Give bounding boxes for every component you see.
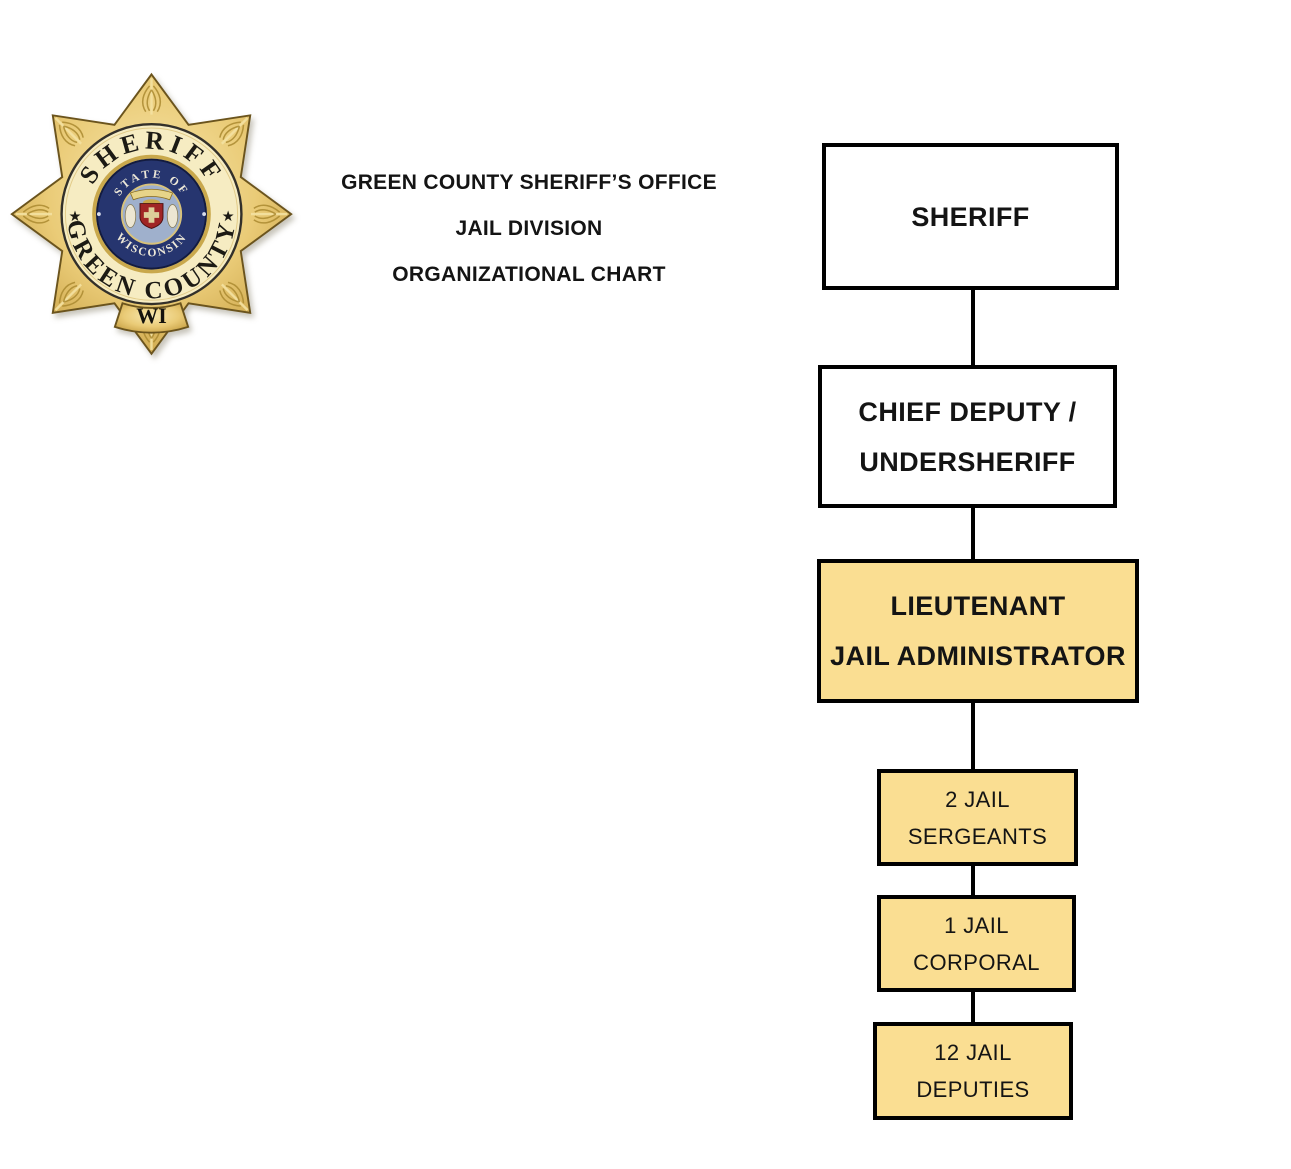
badge-state-abbr: WI	[136, 303, 167, 328]
org-node-label: 12 JAIL	[934, 1040, 1012, 1065]
org-node-jail-administrator: LIEUTENANT JAIL ADMINISTRATOR	[817, 559, 1139, 703]
connector-sergeants-corporal	[971, 866, 975, 895]
org-node-jail-sergeants: 2 JAIL SERGEANTS	[877, 769, 1078, 866]
org-node-label: JAIL ADMINISTRATOR	[830, 641, 1126, 671]
org-node-chief-deputy: CHIEF DEPUTY / UNDERSHERIFF	[818, 365, 1117, 508]
org-node-label: DEPUTIES	[916, 1077, 1030, 1102]
org-node-label: CORPORAL	[913, 949, 1040, 975]
badge-wi-ribbon	[113, 302, 190, 334]
org-node-label: UNDERSHERIFF	[859, 446, 1076, 477]
badge-band-star-left-icon: ★	[69, 209, 82, 225]
title-line-division: JAIL DIVISION	[455, 217, 603, 240]
seal-dot-left	[96, 212, 101, 216]
org-node-jail-corporal: 1 JAIL CORPORAL	[877, 895, 1076, 992]
org-node-label: SERGEANTS	[907, 823, 1048, 849]
connector-admin-sergeants	[971, 703, 975, 769]
title-line-office: GREEN COUNTY SHERIFF’S OFFICE	[341, 171, 717, 194]
org-node-label: SHERIFF	[911, 201, 1030, 232]
connector-sheriff-chief	[971, 290, 975, 365]
title-line-chart: ORGANIZATIONAL CHART	[392, 263, 666, 286]
wisconsin-coat-of-arms	[120, 183, 183, 245]
org-node-sheriff: SHERIFF	[822, 143, 1119, 290]
title-block: GREEN COUNTY SHERIFF’S OFFICE JAIL DIVIS…	[323, 160, 735, 298]
badge-seal-bezel	[92, 154, 211, 274]
org-node-label: 1 JAIL	[944, 912, 1009, 938]
badge-band-star-right-icon: ★	[222, 209, 235, 225]
sheriff-badge-logo: SHERIFF GREEN COUNTY ★ ★ STATE OF WISCON…	[10, 72, 293, 356]
org-node-label: LIEUTENANT	[890, 591, 1066, 621]
org-node-label: 2 JAIL	[945, 786, 1010, 812]
connector-chief-admin	[971, 508, 975, 559]
org-node-jail-deputies: 12 JAIL DEPUTIES	[873, 1022, 1073, 1120]
seal-dot-right	[202, 212, 207, 216]
org-node-label: CHIEF DEPUTY /	[858, 396, 1077, 427]
badge-band-inner-ring	[64, 127, 239, 301]
connector-corporal-deputies	[971, 992, 975, 1022]
